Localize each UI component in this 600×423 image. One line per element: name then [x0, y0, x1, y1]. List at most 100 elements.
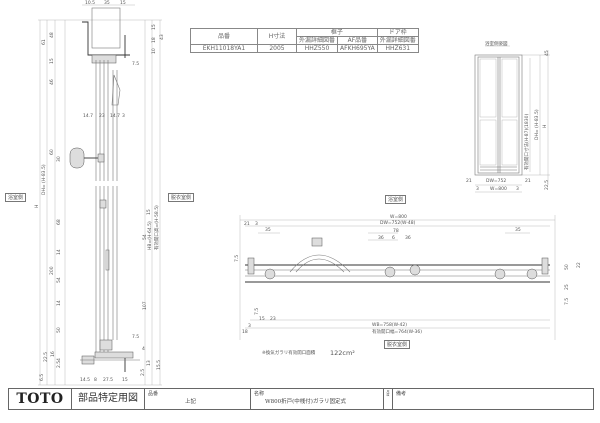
dim: 200 — [49, 266, 55, 275]
dim: 45 — [544, 50, 550, 56]
dim: W=800 — [490, 186, 507, 192]
dim: 50 — [56, 327, 62, 333]
header-door-frame: ドア枠 — [376, 28, 419, 37]
dim: 有効開口幅=764(W-36) — [372, 328, 422, 335]
part-no-label: 品番 — [148, 391, 159, 397]
dim: 27.5 — [103, 377, 113, 383]
dim: W=800 — [390, 214, 407, 220]
plan-view: W=800 DW=752(W-48) 21 3 35 78 36 6 36 35… — [234, 214, 582, 357]
dim: 15 — [146, 209, 152, 215]
dim: 21 — [466, 178, 472, 184]
dim: 68 — [56, 219, 62, 225]
scale-label: 尺度 — [386, 390, 390, 396]
dim: 7.5 — [564, 298, 570, 305]
dim: 16 — [50, 351, 56, 357]
dim: 14.5 — [80, 377, 90, 383]
dressing-side-label: 脱衣室側 — [168, 193, 195, 202]
dim: 3 — [516, 186, 519, 192]
cell-part-no: EKH11018YA1 — [190, 44, 258, 53]
dim: 54 — [56, 277, 62, 283]
elevation-title: 浴室側姿図 — [485, 40, 508, 47]
dim: 8 — [94, 377, 97, 383]
dim: 有効開口高=(H-58.5) — [153, 205, 160, 250]
dim: 7.5 — [234, 255, 240, 262]
cell-h-dim: 2005 — [257, 44, 297, 53]
dim: 22.5 — [544, 180, 550, 190]
dim: 15 — [259, 316, 265, 322]
dim: H — [34, 205, 40, 208]
dim: 2.5 — [56, 361, 62, 368]
toto-logo: TOTO — [9, 389, 72, 409]
dim: 10.5 — [85, 0, 95, 6]
dim: 14 — [56, 249, 62, 255]
dim: DH= (H-83.5) — [534, 109, 540, 140]
remarks-label: 備考 — [396, 391, 407, 397]
drawing-kind: 部品特定用図 — [72, 389, 145, 409]
name-value: W800折戸(中桟付)ガラリ固定式 — [265, 399, 346, 405]
dim: 有効開口寸法(H-87)(1830) — [523, 114, 530, 170]
dim: 35 — [265, 227, 271, 233]
header-h-dim: H寸法 — [257, 28, 297, 45]
dim: 61 — [41, 39, 47, 45]
dim: 15 — [122, 377, 128, 383]
dim: 43 — [159, 34, 165, 40]
dim: WB=758(W-42) — [372, 322, 407, 328]
table-row: EKH11018YA1 2005 HHZ550 AFKH695YA HHZ631 — [190, 44, 419, 53]
subheader: 外漏詳細図番 — [376, 36, 419, 45]
dim: H — [542, 125, 548, 128]
dim: DW=752 — [486, 178, 506, 184]
dim: 48 — [49, 32, 55, 38]
dim: 60 — [49, 149, 55, 155]
dim: 18 — [242, 329, 248, 335]
dim: 36 — [405, 235, 411, 241]
cell-af-part: AFKH695YA — [337, 44, 378, 53]
dim: 15 — [49, 58, 55, 64]
subheader: 外漏詳細図番 — [295, 36, 339, 45]
dim: 35 — [104, 0, 110, 6]
dim: 18 — [151, 37, 157, 43]
dim: 14.7 — [83, 113, 93, 119]
dim: 35 — [515, 227, 521, 233]
dim: 14.7 — [110, 113, 120, 119]
dim: HB=(H-64.5) — [147, 221, 153, 250]
dim: 3 — [476, 186, 479, 192]
subheader: AF品番 — [337, 36, 378, 45]
dim: DW=752(W-48) — [380, 220, 416, 226]
dim: 21 — [244, 221, 250, 227]
dim: 15 — [120, 0, 126, 6]
dim: 4 — [56, 358, 62, 361]
title-block: TOTO 部品特定用図 品番 上記 名称 W800折戸(中桟付)ガラリ固定式 尺… — [8, 388, 594, 410]
dim: 6 — [392, 235, 395, 241]
cell-frame-drawing: HHZ550 — [295, 44, 339, 53]
dim: 25 — [564, 284, 570, 290]
dim: 10 — [151, 48, 157, 54]
section-view: 10.5 35 15 61 48 15 46 60 30 68 14 200 5… — [34, 0, 165, 386]
part-no-value: 上記 — [185, 399, 197, 405]
dim: 21 — [525, 178, 531, 184]
cell-door-frame-drawing: HHZ631 — [376, 44, 419, 53]
header-part-no: 品番 — [190, 28, 258, 45]
dim: 30 — [56, 156, 62, 162]
dim: 78 — [393, 228, 399, 234]
dim: 2.5 — [140, 369, 146, 376]
dim: 7.5 — [254, 308, 260, 315]
dim: 23 — [270, 316, 276, 322]
dim: 14 — [56, 300, 62, 306]
dim: 15.5 — [156, 360, 162, 370]
plan-dressing-label: 脱衣室側 — [384, 340, 411, 349]
dim: 7.5 — [132, 334, 139, 340]
dim: 4 — [142, 346, 145, 352]
dim: 46 — [49, 79, 55, 85]
dim: 13 — [146, 360, 152, 366]
dim: 22.5 — [43, 352, 49, 362]
louver-area: 122cm² — [330, 349, 355, 357]
louver-note: ※換気ガラリ有効開口面積 — [262, 349, 316, 356]
dim: 36 — [378, 235, 384, 241]
dim: 3 — [255, 221, 258, 227]
dim: 15 — [151, 24, 157, 30]
bathroom-side-label: 浴室側 — [5, 193, 27, 202]
name-label: 名称 — [254, 391, 265, 397]
dim: 107 — [142, 301, 148, 310]
dim: 22 — [576, 262, 582, 268]
